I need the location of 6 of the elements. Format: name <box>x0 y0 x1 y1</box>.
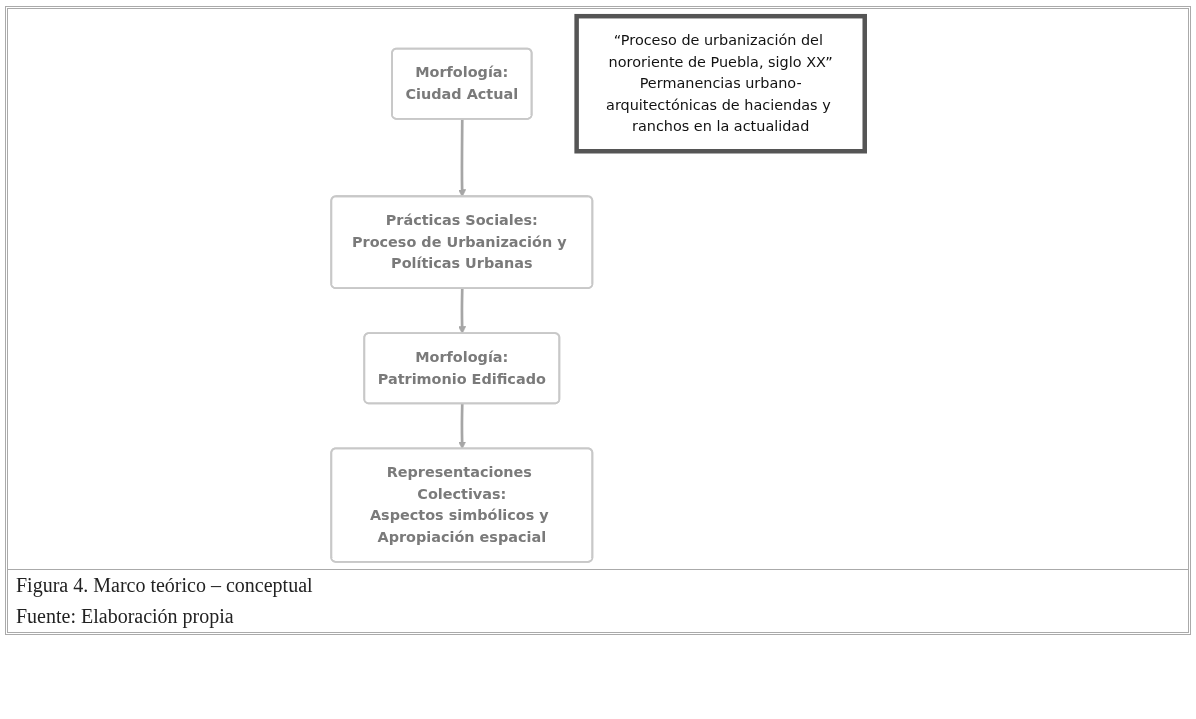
source-note: Fuente: Elaboración propia <box>15 604 235 630</box>
arrow <box>458 288 467 334</box>
arrow <box>458 403 467 450</box>
figure-caption: Figura 4. Marco teórico – conceptual <box>15 573 314 599</box>
node-box: “Proceso de urbanización del nororiente de Puebla, siglo XX” Permanencias urbano-arquitectónicas de haciendas y ranchos en la actualidad <box>574 13 867 154</box>
arrow <box>458 119 467 198</box>
